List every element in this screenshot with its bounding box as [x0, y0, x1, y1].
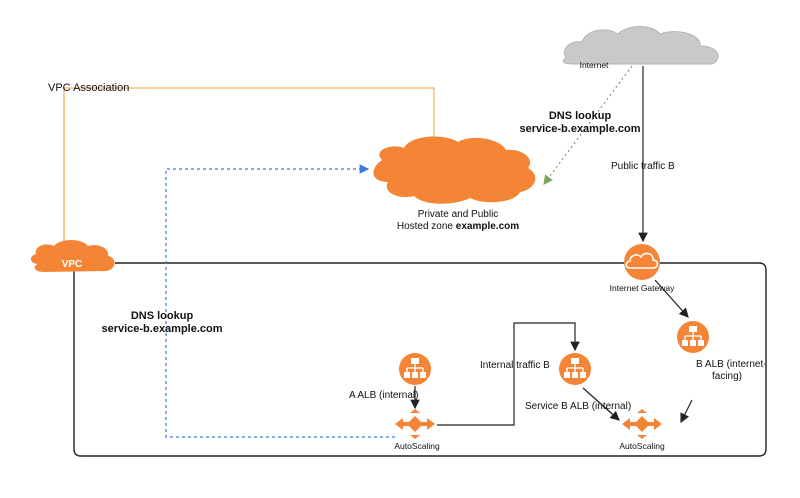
internet-cloud-icon	[562, 26, 719, 65]
autoscaling-left-label: AutoScaling	[394, 441, 440, 451]
vpc-badge-text: VPC	[62, 259, 83, 270]
service-b-alb-icon	[558, 352, 592, 386]
route53-cloud-icon	[373, 136, 536, 204]
autoscaling-right-icon	[622, 409, 662, 439]
dns-lookup-left-host: service-b.example.com	[101, 323, 223, 335]
public-traffic-label: Public traffic B	[611, 161, 675, 172]
hosted-zone-label-line1: Private and Public	[417, 209, 499, 220]
autoscaling-right-label: AutoScaling	[619, 441, 665, 451]
hosted-zone-prefix: Hosted zone	[396, 221, 456, 232]
vpc-association-label: VPC Association	[48, 82, 130, 94]
service-b-alb-to-autoscaling-edge	[582, 387, 620, 421]
vpc-cloud-icon: VPC	[30, 240, 115, 272]
internal-traffic-label: Internal traffic B	[480, 360, 550, 371]
b-alb-label-line1: B ALB (internet-	[696, 359, 767, 370]
internal-traffic-edge	[437, 322, 580, 426]
service-b-alb-label: Service B ALB (internal)	[525, 401, 632, 412]
internet-gateway-label: Internet Gateway	[609, 283, 675, 293]
vpc-association-line	[63, 87, 435, 256]
dns-lookup-top-host: service-b.example.com	[519, 123, 641, 135]
b-alb-label-line2: facing)	[712, 371, 743, 382]
dns-lookup-left-label: DNS lookup	[130, 310, 194, 322]
autoscaling-left-icon	[395, 409, 435, 439]
gateway-to-b-alb-edge	[654, 279, 689, 318]
dns-lookup-private-edge	[165, 164, 395, 438]
b-alb-icon	[676, 320, 710, 354]
hosted-zone-label-line2: Hosted zone example.com	[397, 221, 519, 234]
hosted-zone-domain: example.com	[455, 221, 520, 232]
b-alb-to-autoscaling-edge	[680, 399, 693, 424]
vpc-boundary	[73, 262, 767, 457]
internet-label: Internet	[579, 60, 609, 70]
a-alb-icon	[398, 352, 432, 386]
a-alb-label: A ALB (internal)	[349, 390, 419, 401]
dns-lookup-top-label: DNS lookup	[548, 110, 612, 122]
internet-gateway-icon	[624, 244, 660, 280]
